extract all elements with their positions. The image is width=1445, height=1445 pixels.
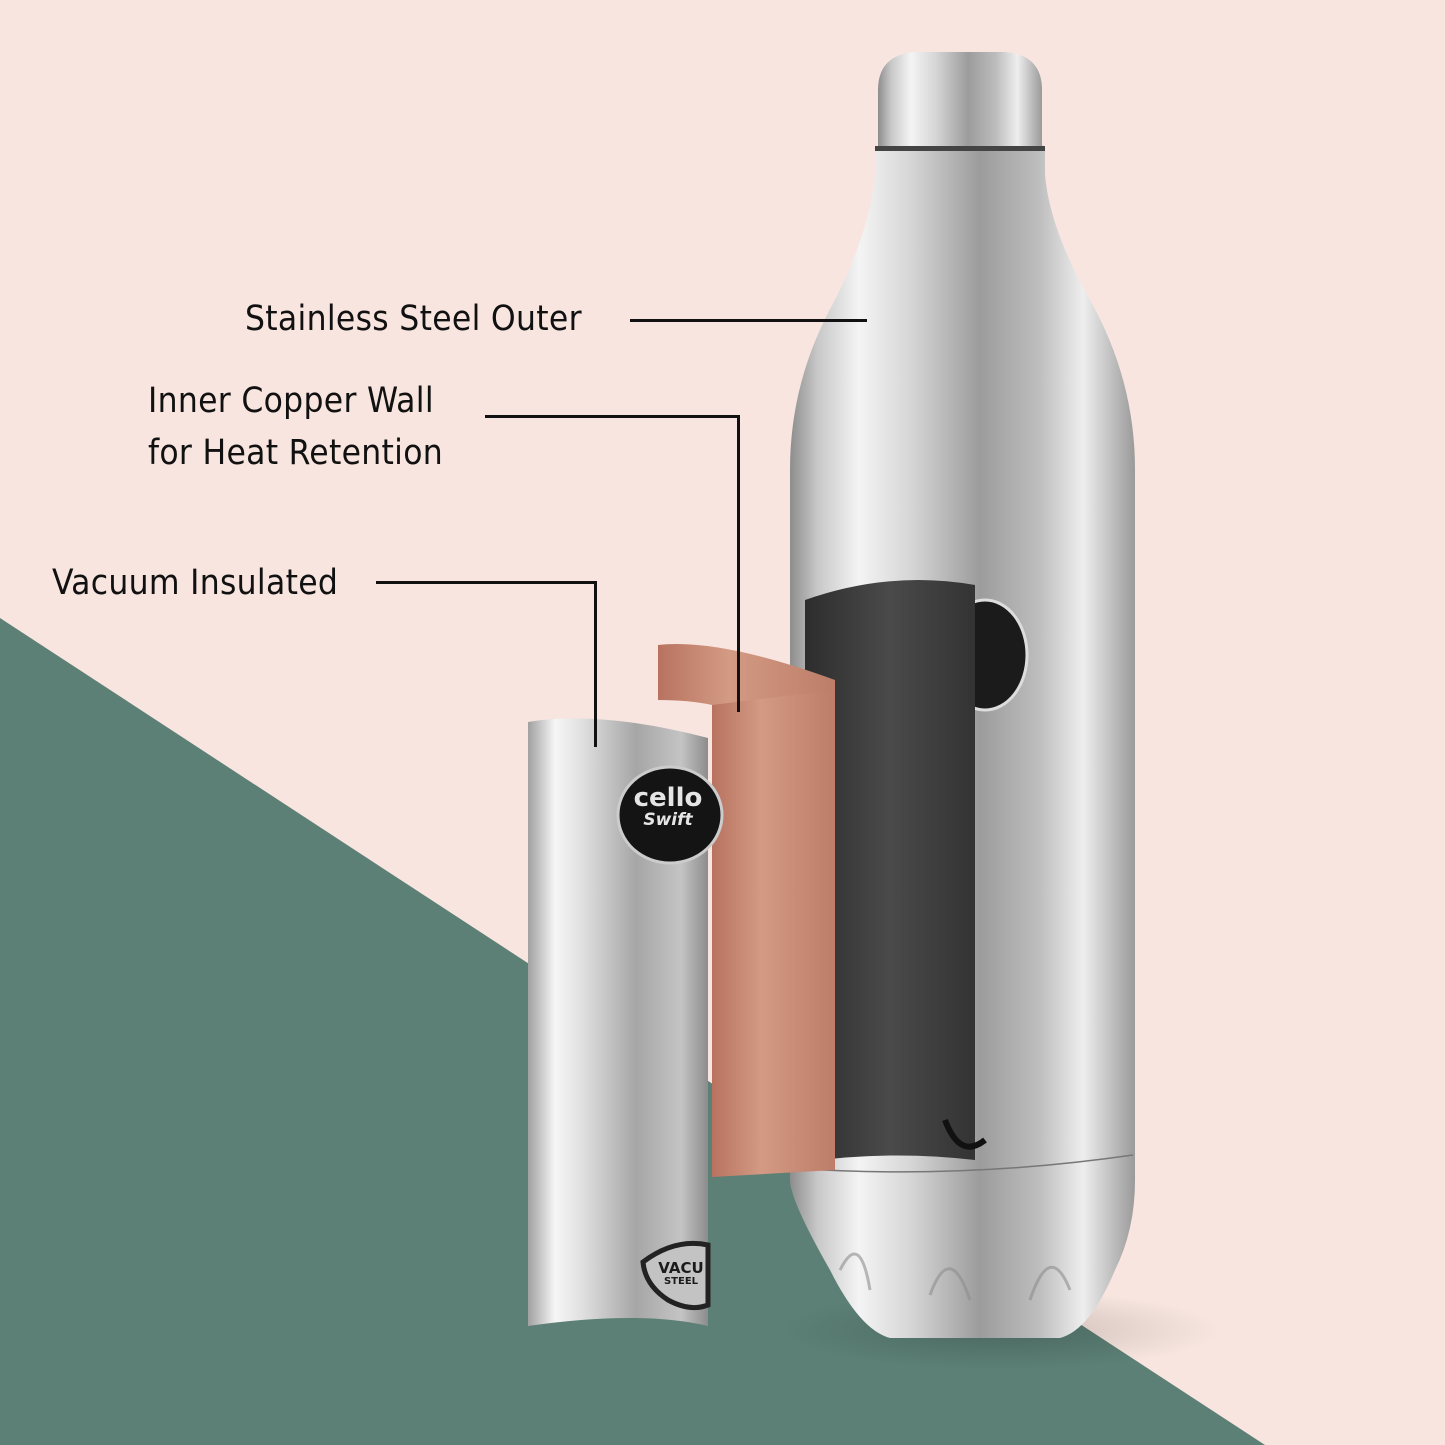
brand-logo: cello Swift: [628, 785, 708, 829]
callout-line-stainless: [630, 319, 867, 322]
callout-line-vacuum-v: [594, 581, 597, 747]
callout-inner-copper-line1: Inner Copper Wall: [148, 381, 434, 421]
callout-stainless-steel-outer: Stainless Steel Outer: [245, 299, 582, 339]
callout-line-copper-v: [737, 415, 740, 712]
vacu-steel-badge: VACU STEEL: [654, 1260, 708, 1287]
brand-logo-line2: Swift: [643, 810, 693, 829]
callout-line-copper-h: [485, 415, 740, 418]
badge-line2: STEEL: [663, 1276, 699, 1287]
callout-vacuum-insulated: Vacuum Insulated: [52, 563, 339, 603]
badge-line1: VACU: [658, 1260, 704, 1277]
callout-line-vacuum-h: [376, 581, 597, 584]
callout-inner-copper-line2: for Heat Retention: [148, 433, 444, 473]
brand-logo-line1: cello: [633, 785, 703, 813]
